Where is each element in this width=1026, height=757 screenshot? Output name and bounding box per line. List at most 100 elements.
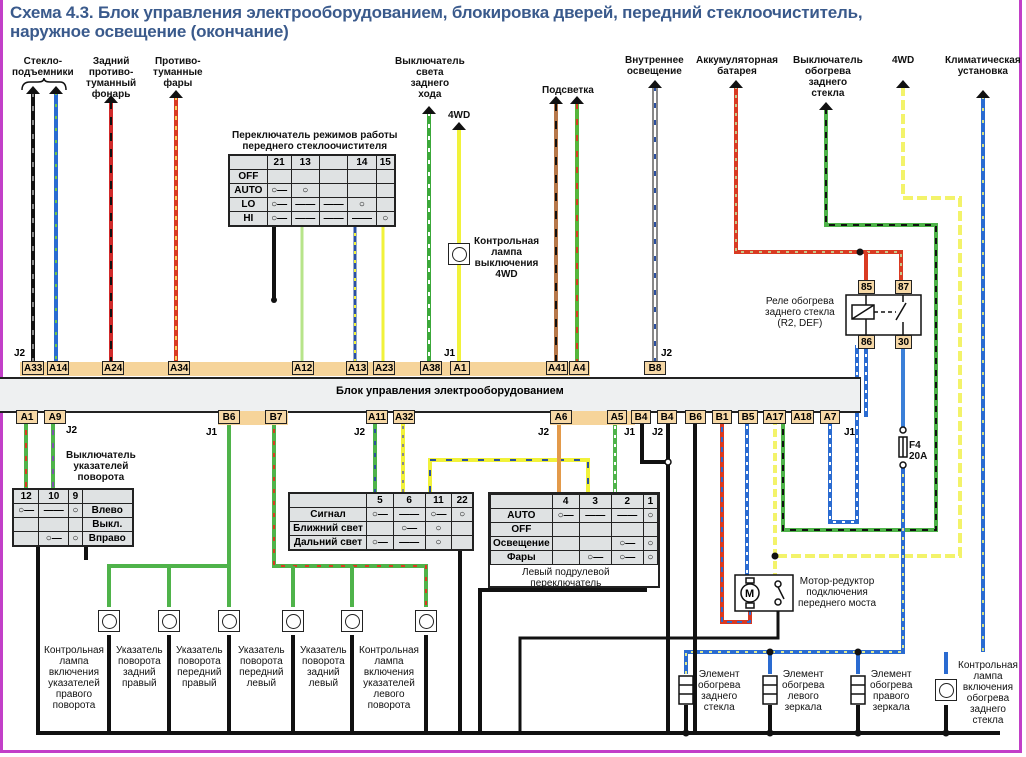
lamp-icon — [158, 610, 180, 632]
pin-a1-top: A1 — [450, 361, 470, 375]
heater-symbols — [678, 675, 866, 705]
col-header: 22 — [451, 492, 474, 508]
pin-a34: A34 — [168, 361, 190, 375]
col-header: 1 — [642, 494, 659, 509]
lamp-defog-icon — [935, 679, 957, 701]
left-stalk-caption: Левый подрулевой переключатель — [522, 567, 610, 589]
pin-a4: A4 — [569, 361, 589, 375]
pin-a33: A33 — [22, 361, 44, 375]
pin-a11: A11 — [366, 410, 388, 424]
motor-symbol — [734, 574, 794, 612]
relay-body — [845, 294, 922, 336]
connector-j1: J1 — [444, 348, 456, 359]
pin-a9: A9 — [44, 410, 66, 424]
lamp-icon — [282, 610, 304, 632]
lamp-label: Указатель поворота задний правый — [116, 645, 163, 689]
heater-label: Элемент обогрева заднего стекла — [698, 669, 741, 713]
row-label: Освещение — [490, 536, 553, 551]
col-header — [228, 154, 268, 170]
connector-j1: J1 — [206, 427, 218, 438]
pin-a18: A18 — [791, 410, 814, 424]
col-header: 15 — [375, 154, 396, 170]
heater-label: Контрольная лампа включения обогрева зад… — [958, 660, 1018, 726]
row-label: HI — [228, 211, 268, 227]
heater-label: Элемент обогрева правого зеркала — [870, 669, 913, 713]
title-line-1: Схема 4.3. Блок управления электрооборуд… — [10, 3, 863, 22]
pin-a14: A14 — [47, 361, 69, 375]
wiper-outputs — [300, 224, 385, 362]
connector-j2: J2 — [354, 427, 366, 438]
connector-j2: J2 — [14, 348, 26, 359]
row-label: LO — [228, 197, 268, 212]
row-label: AUTO — [490, 508, 553, 523]
pin-b6: B6 — [218, 410, 240, 424]
wiper-switch-title: Переключатель режимов работы переднего с… — [232, 130, 398, 152]
col-header: 10 — [38, 488, 70, 504]
wire-right-turn — [107, 417, 231, 607]
row-label: Ближний свет — [288, 521, 367, 536]
label-backlight: Подсветка — [542, 85, 594, 96]
connector-j2: J2 — [661, 348, 673, 359]
wire-a7 — [828, 345, 859, 524]
title-line-2: наружное освещение (окончание) — [10, 22, 289, 41]
arrows — [26, 80, 990, 130]
wire-battery — [734, 86, 903, 285]
col-header: 6 — [392, 492, 426, 508]
col-header: 14 — [347, 154, 377, 170]
lamp-label: Указатель поворота передний левый — [238, 645, 285, 689]
row-label: AUTO — [228, 183, 268, 198]
wire-defog-switch — [781, 108, 938, 532]
row-label: OFF — [490, 522, 553, 537]
pin-a38: A38 — [420, 361, 442, 375]
lamp-icon — [98, 610, 120, 632]
connector-j1: J1 — [624, 427, 636, 438]
wire-b1 — [720, 417, 752, 624]
label-rear-fog: Задний противо- туманный фонарь — [86, 56, 137, 100]
col-header: 11 — [424, 492, 453, 508]
connector-j2: J2 — [538, 427, 550, 438]
pin-b6: B6 — [685, 410, 706, 424]
col-header: 2 — [610, 494, 644, 509]
pin-b7: B7 — [265, 410, 287, 424]
lamp-label: Контрольная лампа включения указателей п… — [44, 645, 104, 711]
lamp-label: Контрольная лампа включения указателей л… — [359, 645, 419, 711]
pin-b5: B5 — [738, 410, 758, 424]
col-header: 13 — [290, 154, 320, 170]
label-battery: Аккумуляторная батарея — [696, 55, 778, 77]
pin-a32: A32 — [393, 410, 415, 424]
pin-a24: A24 — [102, 361, 124, 375]
label-windows: Стекло- подъемники — [12, 56, 74, 78]
row-label: Дальний свет — [288, 535, 367, 551]
ground-wires — [36, 224, 1000, 735]
pin-b1: B1 — [712, 410, 732, 424]
label-interior: Внутреннее освещение — [625, 55, 684, 77]
row-label: OFF — [228, 169, 268, 184]
wire-11-3 — [428, 458, 590, 492]
row-label: Вправо — [81, 531, 134, 547]
pin-a6: A6 — [550, 410, 572, 424]
fuse-symbol — [898, 426, 908, 469]
row-label: Сигнал — [288, 507, 367, 522]
relay-pin-86: 86 — [858, 335, 875, 349]
turn-switch-title: Выключатель указателей поворота — [66, 450, 136, 483]
junction-dots — [682, 248, 950, 737]
pin-a17: A17 — [763, 410, 786, 424]
col-header: 3 — [578, 494, 612, 509]
relay-pin-30: 30 — [895, 335, 912, 349]
pin-b8: B8 — [644, 361, 666, 375]
pin-b4: B4 — [631, 410, 651, 424]
lamp-icon — [341, 610, 363, 632]
label-4wd-lamp: Контрольная лампа выключения 4WD — [474, 236, 540, 280]
svg-text:M: M — [745, 588, 754, 600]
row-label: Влево — [81, 503, 134, 518]
col-header: 9 — [68, 488, 83, 504]
col-header — [318, 154, 349, 170]
col-header: 12 — [12, 488, 40, 504]
pin-a23: A23 — [373, 361, 395, 375]
